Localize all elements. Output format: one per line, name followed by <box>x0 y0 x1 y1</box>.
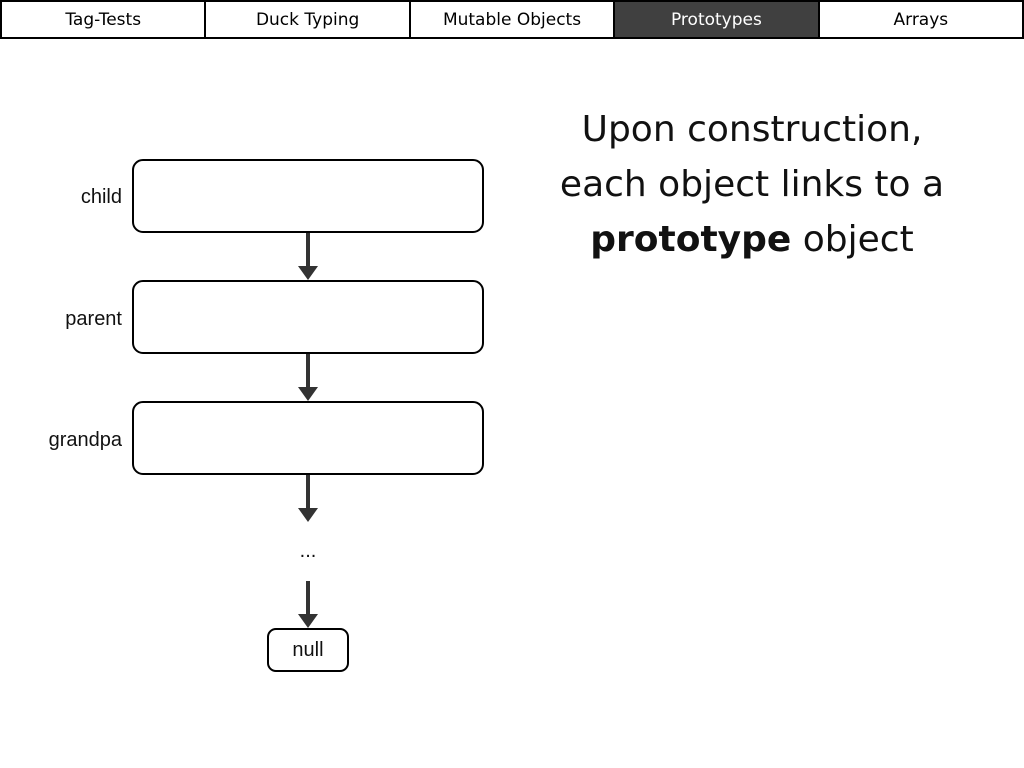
tab-arrays[interactable]: Arrays <box>819 2 1023 37</box>
tab-duck-typing[interactable]: Duck Typing <box>206 2 411 37</box>
node-box-parent <box>132 280 484 354</box>
tab-mutable-objects[interactable]: Mutable Objects <box>410 2 616 37</box>
node-label-parent: parent <box>65 308 122 330</box>
chain-ellipsis: ... <box>299 540 317 562</box>
arrow-down-icon <box>298 475 318 523</box>
caption-line-3: prototype object <box>520 212 984 267</box>
node-label-grandpa: grandpa <box>48 429 122 451</box>
tab-prototypes[interactable]: Prototypes <box>615 2 820 37</box>
caption-line-2: each object links to a <box>559 164 945 205</box>
caption-emphasis: prototype <box>590 219 792 260</box>
null-terminal-box: null <box>267 628 349 672</box>
arrow-down-icon <box>298 233 318 281</box>
node-box-child <box>132 159 484 233</box>
node-label-child: child <box>80 186 122 208</box>
tab-bar: Tag-Tests Duck Typing Mutable Objects Pr… <box>0 0 1024 39</box>
arrow-down-icon <box>298 354 318 402</box>
caption-line-1: Upon construction, <box>581 109 923 150</box>
slide-caption: Upon construction, each object links to … <box>520 102 984 267</box>
arrow-down-icon <box>298 581 318 629</box>
null-label: null <box>292 638 324 661</box>
tab-tag-tests[interactable]: Tag-Tests <box>2 2 207 37</box>
caption-line-3-rest: object <box>791 219 914 260</box>
node-box-grandpa <box>132 401 484 475</box>
